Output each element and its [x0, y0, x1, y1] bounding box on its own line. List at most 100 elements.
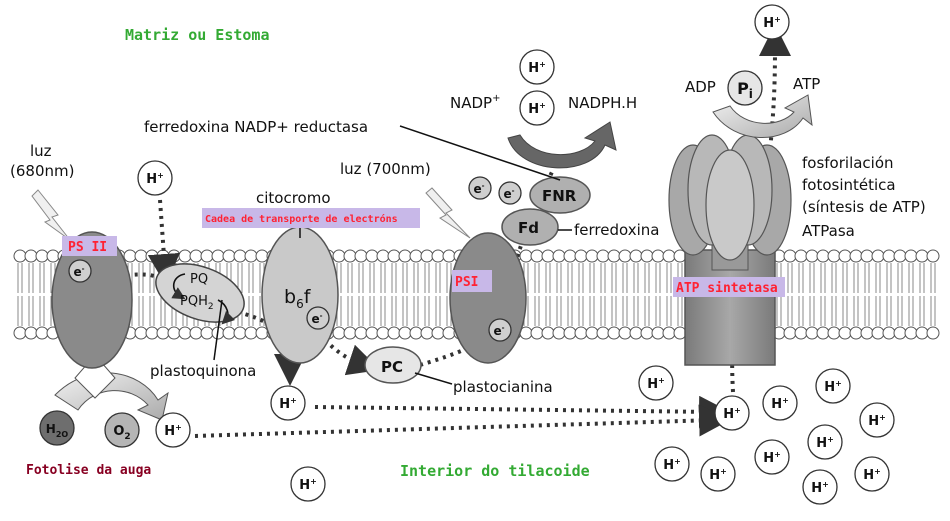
proton-label: H+: [299, 477, 317, 493]
proton-label: H+: [863, 467, 881, 483]
transport-chain-label-box: [202, 208, 420, 228]
phosphate-label: Pi: [737, 79, 753, 101]
pqh2-label: PQH2: [180, 294, 214, 312]
electron-circle: [68, 259, 92, 283]
proton-circle: [815, 368, 851, 404]
proton-label: H+: [279, 396, 297, 412]
light-680-label: luz: [30, 142, 52, 160]
proton-circle: [714, 395, 750, 431]
fosforilacion-line-3: (síntesis de ATP): [802, 198, 926, 216]
proton-circle: [270, 385, 306, 421]
fosforilacion-line-1: fosforilación: [802, 154, 894, 172]
b6f-label: b6f: [284, 286, 312, 311]
pq-oxidation-arrow: [217, 299, 236, 325]
psii-label: PS II: [68, 240, 107, 255]
water-molecule: [39, 410, 75, 446]
electron-label: e-: [73, 265, 84, 279]
phosphate-circle: [727, 70, 763, 106]
atp-label: ATP: [793, 75, 820, 93]
light-680-nm-label: (680nm): [10, 162, 74, 180]
plastocyanin-pc: [364, 346, 422, 384]
water-label: H2O: [46, 422, 69, 439]
oxygen-molecule: [104, 412, 140, 448]
oxygen-label: O2: [113, 424, 130, 442]
proton-circle: [654, 446, 690, 482]
proton-circle: [290, 466, 326, 502]
fnr-name-label: ferredoxina NADP+ reductasa: [144, 118, 368, 136]
electron-label: e-: [493, 324, 504, 338]
photolysis-label: Fotolise da auga: [26, 463, 151, 478]
electron-circle: [488, 318, 512, 342]
psi-label-box: [452, 270, 492, 292]
proton-path-through-atpsynthase: [730, 24, 791, 393]
plastoquinone-pool: [155, 263, 245, 323]
proton-label: H+: [824, 379, 842, 395]
proton-circle: [638, 365, 674, 401]
proton-label: H+: [816, 435, 834, 451]
proton-label: H+: [763, 450, 781, 466]
atp-synthase-label-box: [673, 277, 785, 297]
light-bolt-680-icon: [31, 189, 71, 241]
pq-label: PQ: [190, 272, 208, 287]
fosforilacion-line-2: fotosintética: [802, 176, 896, 194]
light-700-label: luz (700nm): [340, 160, 431, 178]
lumen-label: Interior do tilacoide: [400, 462, 590, 480]
electron-circle: [498, 181, 522, 205]
pq-reduction-arrow: [171, 273, 186, 300]
electron-path-b6f-to-pc: [323, 338, 381, 376]
proton-circle: [754, 4, 790, 40]
proton-label: H+: [709, 467, 727, 483]
ferredoxin-fd: [501, 208, 559, 246]
proton-circle: [802, 469, 838, 505]
label-pointers: [213, 125, 572, 385]
transport-chain-label: Cadea de transporte de electróns: [205, 213, 398, 225]
proton-label: H+: [771, 396, 789, 412]
molecule-circles: H+ H+ H+ H+ H+ H+ H+ H+ H+ H+ H+ H+ H+ H+ H+ H+ H+ H+ e-e-…: [39, 4, 895, 505]
proton-label: H+: [811, 480, 829, 496]
atp-synthase-complex: [668, 134, 792, 366]
pc-label: PC: [381, 358, 403, 376]
atpasa-label: ATPasa: [802, 222, 855, 240]
proton-label: H+: [528, 60, 546, 76]
proton-circle: [137, 160, 173, 196]
cytochrome-label: citocromo: [256, 189, 331, 207]
electron-circle: [468, 176, 492, 200]
proton-circle: [519, 49, 555, 85]
proton-label: H+: [763, 15, 781, 31]
adp-atp-arrow: [712, 94, 813, 138]
proton-circle: [519, 90, 555, 126]
proton-path-lumen-to-atpsynthase-2: [194, 404, 731, 438]
light-bolt-700-icon: [425, 187, 471, 239]
proton-label: H+: [663, 457, 681, 473]
psii-label-box: [62, 236, 117, 256]
atp-synthase-label: ATP sintetasa: [676, 281, 778, 296]
proton-label: H+: [647, 376, 665, 392]
proton-circle: [807, 424, 843, 460]
proton-label: H+: [723, 406, 741, 422]
proton-circle: [754, 439, 790, 475]
fd-label: Fd: [518, 219, 539, 237]
electron-circle: [306, 306, 330, 330]
psi-label: PSI: [455, 275, 478, 290]
nadp-label: NADP+: [450, 93, 500, 112]
proton-label: H+: [164, 423, 182, 439]
electron-label: e-: [503, 187, 514, 201]
proton-path-lumen-to-atpsynthase-1: [314, 395, 731, 428]
proton-label: H+: [868, 413, 886, 429]
fnr-label: FNR: [542, 187, 577, 205]
ferredoxin-label: ferredoxina: [574, 221, 659, 239]
proton-path-to-pq: [147, 199, 180, 286]
fnr-enzyme: [529, 176, 591, 214]
proton-label: H+: [528, 101, 546, 117]
stroma-label: Matriz ou Estoma: [125, 26, 270, 44]
proton-circle: [859, 402, 895, 438]
nadph-label: NADPH.H: [568, 94, 637, 112]
plastoquinone-label: plastoquinona: [150, 362, 256, 380]
proton-label: H+: [146, 171, 164, 187]
proton-circle: [700, 456, 736, 492]
electron-label: e-: [473, 182, 484, 196]
electron-label: e-: [311, 312, 322, 326]
proton-circle: [854, 456, 890, 492]
